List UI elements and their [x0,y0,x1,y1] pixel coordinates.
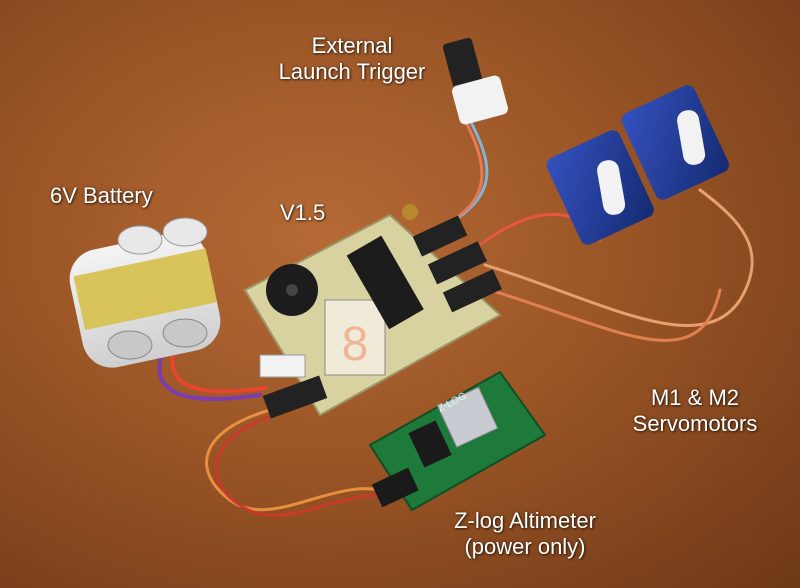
header-3 [442,269,503,313]
label-version: V1.5 [280,200,326,225]
label-servo-line2: Servomotors [632,411,758,436]
label-trigger-line1: External [311,33,393,58]
altimeter-board: Z-LOG [368,370,547,512]
label-external-launch-trigger: External Launch Trigger [262,33,442,85]
svg-text:8: 8 [342,318,369,371]
label-altimeter: Z-log Altimeter (power only) [420,508,630,560]
crystal [402,204,418,220]
altimeter-display [408,420,452,468]
servo-m1 [546,130,654,245]
label-servomotors: M1 & M2 Servomotors [610,385,780,437]
label-battery: 6V Battery [50,183,153,208]
power-connector [259,354,306,378]
controller-pcb: 8 [243,204,503,419]
launch-trigger-switch [442,37,508,125]
battery-pack [69,217,221,368]
label-altimeter-line2: (power only) [464,534,586,559]
altimeter-connector [262,375,328,419]
trigger-wire-red [448,118,484,224]
altimeter-sensor [437,386,499,448]
label-altimeter-line1: Z-log Altimeter [454,508,596,533]
header-1 [412,215,468,257]
altimeter-wire-red [214,413,387,517]
servo2-wire [483,188,754,327]
seven-segment-display [324,299,386,376]
header-2 [427,241,488,285]
servo-m2 [621,85,729,200]
servo-wire-b [488,288,722,342]
microcontroller-chip [346,235,424,330]
altimeter-wire-orange [205,408,382,512]
label-servo-line1: M1 & M2 [650,385,740,410]
label-trigger-line2: Launch Trigger [278,59,426,84]
